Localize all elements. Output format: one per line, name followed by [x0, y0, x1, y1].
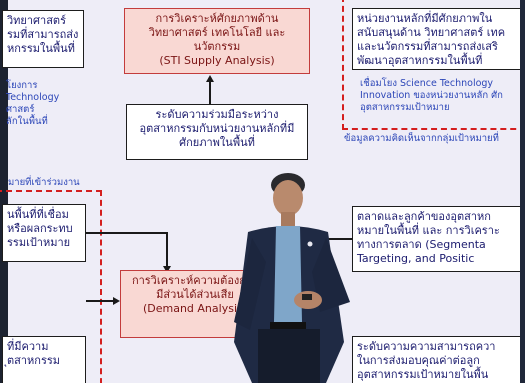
right-caption-band: ข้อมูลความคิดเห็นจากกลุ่มเป้าหมายที่ [344, 133, 499, 144]
left-bottom-line-1: ที่มีความ [7, 340, 49, 353]
sti-box-line-4: (STI Supply Analysis) [159, 54, 275, 67]
key-agency-line-4: พัฒนาอุตสาหกรรมในพื้นที่ [357, 54, 483, 67]
top-right-dashed-region [342, 0, 525, 130]
cooperation-box-line-2: อุตสาหกรรมกับหน่วยงานหลักที่มี [139, 122, 295, 135]
top-left-box: วิทยาศาสตร์ รมที่สามารถส่ง หกรรมในพื้นที… [2, 10, 84, 68]
top-right-caption: เชื่อมโยง Science Technology Innovation … [360, 78, 503, 114]
connector-left-bottom [86, 300, 116, 302]
key-agency-line-3: และนวัตกรรมที่สามารถส่งเสริ [357, 40, 498, 53]
speaker-belt [270, 322, 306, 329]
market-analysis-box: ตลาดและลูกค้าของอุตสาหก หมายในพื้นที่ แล… [352, 206, 525, 272]
top-left-caption-line-3: ศาสตร์ [6, 104, 35, 115]
capability-line-3: อุตสาหกรรมเป้าหมายในพื้น [357, 368, 489, 381]
left-mid-line-1: นพื้นที่ที่เชื่อม [7, 208, 69, 221]
market-line-3: ทางการตลาด (Segmenta [357, 238, 486, 251]
speaker-trousers [258, 329, 320, 383]
key-agency-box: หน่วยงานหลักที่มีศักยภาพใน สนับสนุนด้าน … [352, 8, 525, 70]
speaker-lapel-pin [307, 241, 313, 247]
sti-supply-analysis-box: การวิเคราะห์ศักยภาพด้าน วิทยาศาสตร์ เทคโ… [124, 8, 310, 74]
cooperation-box-line-3: ศักยภาพในพื้นที่ [179, 136, 255, 149]
screen-right-edge [520, 0, 525, 383]
capability-line-1: ระดับความความสามารถควา [357, 340, 496, 353]
demand-box-line-2: มีส่วนได้ส่วนเสีย [156, 288, 234, 301]
sti-box-line-3: นวัตกรรม [193, 40, 241, 53]
speaker-face [273, 180, 303, 216]
top-left-caption: โยงการ Technology ศาสตร์ ลักในพื้นที่ [6, 80, 59, 128]
top-left-box-line-3: หกรรมในพื้นที่ [7, 42, 75, 55]
top-right-caption-line-2: Innovation ของหน่วยงานหลัก ศัก [360, 90, 503, 101]
top-right-caption-line-3: อุตสาหกรรมเป้าหมาย [360, 102, 450, 113]
market-line-4: Targeting, and Positic [357, 252, 475, 265]
connector-left-horizontal [86, 232, 168, 234]
top-left-box-line-1: วิทยาศาสตร์ [7, 14, 66, 27]
top-right-caption-line-1: เชื่อมโยง Science Technology [360, 78, 494, 89]
left-mid-line-2: หรือผลกระทบ [7, 222, 73, 235]
connector-mid-to-top [209, 82, 211, 104]
speaker-figure [234, 173, 350, 383]
demand-box-line-3: (Demand Analysis) [142, 302, 248, 315]
left-mid-box: นพื้นที่ที่เชื่อม หรือผลกระทบ รรมเป้าหมา… [2, 204, 86, 262]
speaker-shirt [274, 226, 302, 322]
sti-box-line-1: การวิเคราะห์ศักยภาพด้าน [155, 12, 279, 25]
left-dashed-region [0, 190, 102, 383]
left-mid-line-3: รรมเป้าหมาย [7, 236, 71, 249]
speaker-left-arm [234, 238, 266, 330]
sti-box-line-2: วิทยาศาสตร์ เทคโนโลยี และ [148, 26, 286, 39]
capability-level-box: ระดับความความสามารถควา ในการส่งมอบคุณค่า… [352, 336, 525, 383]
connector-right-mid [308, 238, 352, 240]
left-bottom-line-2: ุตสาหกรรม [7, 354, 61, 367]
key-agency-line-2: สนับสนุนด้าน วิทยาศาสตร์ เทค [357, 26, 506, 39]
cooperation-level-box: ระดับความร่วมมือระหว่าง อุตสาหกรรมกับหน่… [126, 104, 308, 160]
connector-left-vertical [166, 232, 168, 270]
cooperation-box-line-1: ระดับความร่วมมือระหว่าง [155, 108, 279, 121]
market-line-1: ตลาดและลูกค้าของอุตสาหก [357, 210, 491, 223]
demand-box-line-1: การวิเคราะห์ความต้องการ [131, 274, 259, 287]
top-left-caption-line-4: ลักในพื้นที่ [6, 116, 48, 127]
speaker-neck [281, 212, 295, 226]
arrow-right-to-demand [113, 297, 120, 305]
arrow-up-to-sti [206, 75, 214, 82]
market-line-2: หมายในพื้นที่ และ การวิเคราะ [357, 224, 500, 237]
top-left-caption-line-1: โยงการ [6, 80, 38, 91]
arrow-down-to-demand [163, 266, 171, 273]
left-caption-band: มายที่เข้าร่วมงาน [8, 177, 80, 188]
speaker-clicker [302, 294, 312, 300]
top-left-box-line-2: รมที่สามารถส่ง [7, 28, 79, 41]
speaker-right-arm [312, 238, 350, 312]
top-left-caption-line-2: Technology [6, 92, 60, 103]
left-bottom-box: ที่มีความ ุตสาหกรรม [2, 336, 86, 383]
capability-line-2: ในการส่งมอบคุณค่าต่อลูก [357, 354, 480, 367]
key-agency-line-1: หน่วยงานหลักที่มีศักยภาพใน [357, 12, 493, 25]
